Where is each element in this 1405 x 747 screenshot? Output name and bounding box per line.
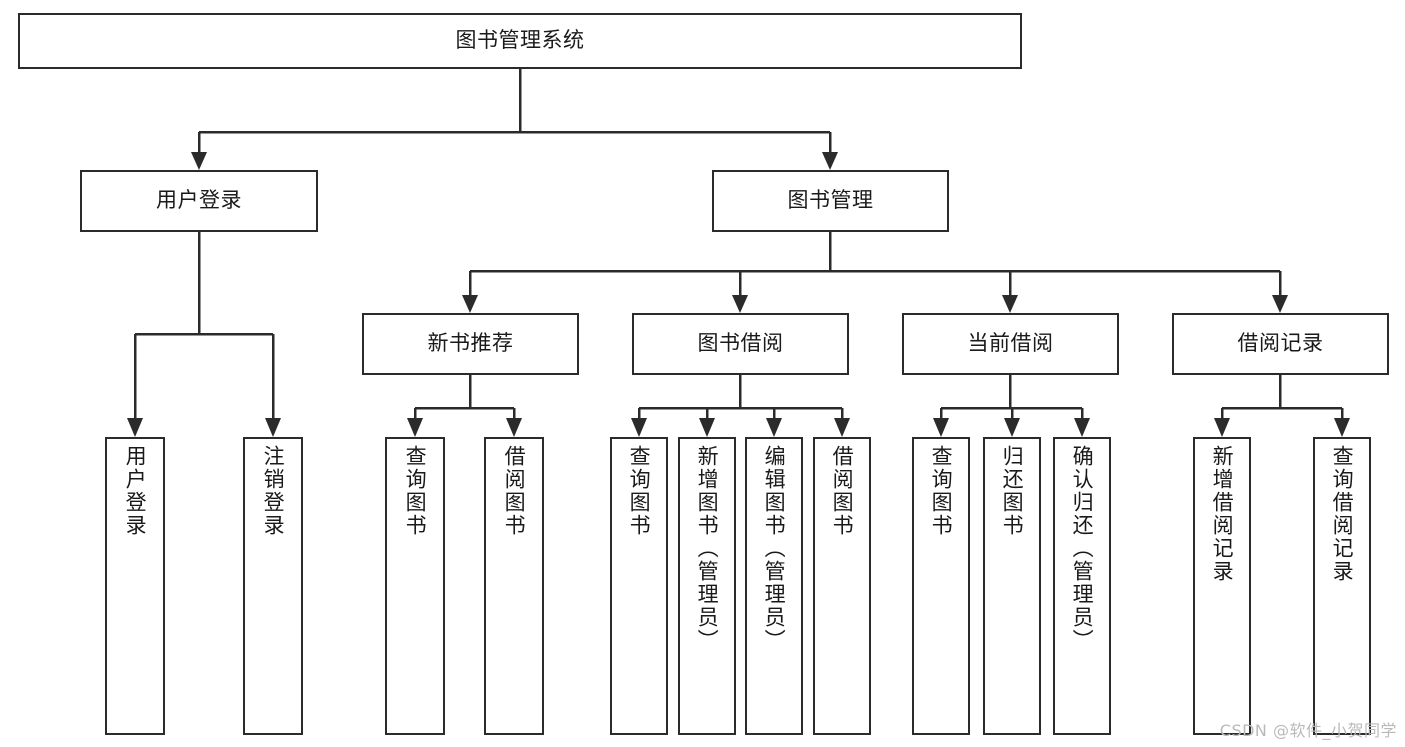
node-leaf-query-book-current-label: 查询图书 (929, 445, 954, 537)
arrowhead-leaf-confirm-return-admin (1074, 418, 1090, 437)
node-leaf-add-borrow-record-label: 新增借阅记录 (1210, 445, 1235, 583)
node-leaf-borrow-book[interactable]: 借阅图书 (813, 437, 871, 735)
node-leaf-query-borrow-record[interactable]: 查询借阅记录 (1313, 437, 1371, 735)
node-leaf-query-book-recommend-label: 查询图书 (403, 445, 428, 537)
arrowhead-leaf-user-login (127, 418, 143, 437)
arrowhead-leaf-add-book-admin (699, 418, 715, 437)
node-leaf-query-book-borrow-label: 查询图书 (627, 445, 652, 537)
arrowhead-new-book-recommend (462, 295, 478, 313)
node-leaf-user-logout[interactable]: 注销登录 (243, 437, 303, 735)
node-leaf-return-book-label: 归还图书 (1000, 445, 1025, 537)
node-leaf-user-login[interactable]: 用户登录 (105, 437, 165, 735)
node-leaf-add-book-admin-label: 新增图书（管理员） (695, 445, 720, 652)
node-borrow-record-label: 借阅记录 (1237, 331, 1324, 356)
node-leaf-confirm-return-admin-label: 确认归还（管理员） (1070, 445, 1095, 652)
arrowhead-leaf-user-logout (265, 418, 281, 437)
node-leaf-confirm-return-admin[interactable]: 确认归还（管理员） (1053, 437, 1111, 735)
arrowhead-book-manage (822, 152, 838, 170)
arrowhead-current-borrow (1002, 295, 1018, 313)
arrowhead-leaf-query-book-borrow (631, 418, 647, 437)
node-leaf-borrow-book-recommend-label: 借阅图书 (502, 445, 527, 537)
node-book-manage[interactable]: 图书管理 (712, 170, 949, 232)
node-new-book-recommend-label: 新书推荐 (427, 331, 514, 356)
node-leaf-user-logout-label: 注销登录 (261, 445, 286, 537)
node-user-login-label: 用户登录 (156, 188, 242, 213)
node-leaf-borrow-book-label: 借阅图书 (830, 445, 855, 537)
node-leaf-query-book-borrow[interactable]: 查询图书 (610, 437, 668, 735)
node-borrow-record[interactable]: 借阅记录 (1172, 313, 1389, 375)
arrowhead-leaf-query-borrow-record (1334, 418, 1350, 437)
arrowhead-book-borrow (732, 295, 748, 313)
node-book-manage-label: 图书管理 (787, 188, 874, 213)
node-user-login[interactable]: 用户登录 (80, 170, 318, 232)
node-leaf-add-borrow-record[interactable]: 新增借阅记录 (1193, 437, 1251, 735)
arrowhead-leaf-return-book (1004, 418, 1020, 437)
node-root-label: 图书管理系统 (455, 28, 585, 53)
node-leaf-edit-book-admin-label: 编辑图书（管理员） (762, 445, 787, 652)
node-root[interactable]: 图书管理系统 (18, 13, 1022, 69)
node-new-book-recommend[interactable]: 新书推荐 (362, 313, 579, 375)
node-book-borrow[interactable]: 图书借阅 (632, 313, 849, 375)
arrowhead-leaf-edit-book-admin (766, 418, 782, 437)
node-book-borrow-label: 图书借阅 (697, 331, 784, 356)
node-current-borrow[interactable]: 当前借阅 (902, 313, 1119, 375)
node-leaf-query-book-current[interactable]: 查询图书 (912, 437, 970, 735)
arrowhead-borrow-record (1272, 295, 1288, 313)
arrowhead-leaf-borrow-book (834, 418, 850, 437)
arrowhead-leaf-add-borrow-record (1214, 418, 1230, 437)
arrowheads (127, 152, 1350, 437)
node-leaf-query-borrow-record-label: 查询借阅记录 (1330, 445, 1355, 583)
arrowhead-leaf-borrow-book-recommend (506, 418, 522, 437)
arrowhead-leaf-query-book-current (933, 418, 949, 437)
node-leaf-query-book-recommend[interactable]: 查询图书 (385, 437, 445, 735)
node-leaf-edit-book-admin[interactable]: 编辑图书（管理员） (745, 437, 803, 735)
node-leaf-return-book[interactable]: 归还图书 (983, 437, 1041, 735)
node-current-borrow-label: 当前借阅 (967, 331, 1054, 356)
node-leaf-borrow-book-recommend[interactable]: 借阅图书 (484, 437, 544, 735)
arrowhead-user-login (191, 152, 207, 170)
arrowhead-leaf-query-book-recommend (407, 418, 423, 437)
node-leaf-add-book-admin[interactable]: 新增图书（管理员） (678, 437, 736, 735)
node-leaf-user-login-label: 用户登录 (123, 445, 148, 537)
